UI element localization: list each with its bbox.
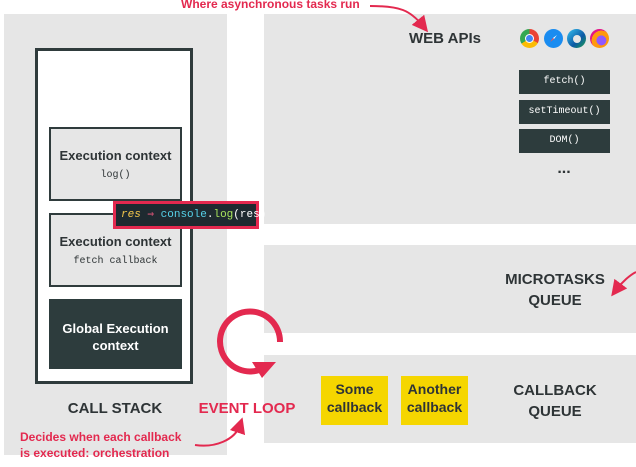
context-subtitle: log(): [100, 170, 131, 181]
context-title: Execution context: [59, 148, 172, 163]
microtasks-queue-panel: [264, 245, 636, 333]
event-loop-ring-icon: [217, 308, 284, 375]
execution-context-log: Execution context log(): [49, 127, 182, 201]
global-execution-context: Global Execution context: [49, 299, 182, 369]
web-apis-arrow: [369, 5, 429, 33]
call-stack-title: CALL STACK: [67, 400, 163, 417]
code-method: log: [213, 209, 234, 221]
dom-api: DOM(): [519, 129, 610, 153]
another-callback: Another callback: [401, 376, 468, 425]
callback-queue-title: CALLBACK QUEUE: [513, 382, 597, 420]
code-args: (res): [233, 209, 267, 221]
chrome-icon: [520, 29, 539, 48]
firefox-icon: [590, 29, 609, 48]
code-arrow: ⇒: [147, 209, 155, 221]
settimeout-api: setTimeout(): [519, 100, 610, 124]
event-loop-label: EVENT LOOP: [198, 400, 296, 417]
microtasks-arrow: [611, 271, 636, 297]
code-snippet: res ⇒ console.log(res): [113, 201, 266, 229]
event-loop-annotation-arrow: [194, 417, 246, 447]
event-loop-annotation: Decides when each callback is executed: …: [20, 430, 182, 460]
code-object: console: [160, 209, 207, 221]
fetch-api: fetch(): [519, 70, 610, 94]
context-subtitle: fetch callback: [73, 256, 158, 267]
code-dot: .: [206, 209, 214, 221]
safari-icon: [544, 29, 563, 48]
web-apis-annotation: Where asynchronous tasks run: [181, 0, 360, 11]
context-title: Execution context: [59, 234, 172, 249]
code-param: res: [121, 209, 141, 221]
more-apis-ellipsis: ...: [557, 160, 571, 177]
some-callback: Some callback: [321, 376, 388, 425]
edge-icon: [567, 29, 586, 48]
event-loop-arrowhead-icon: [252, 362, 276, 378]
context-title: Global Execution context: [62, 321, 169, 353]
web-apis-title: WEB APIs: [409, 30, 481, 47]
microtasks-queue-title: MICROTASKS QUEUE: [505, 271, 605, 309]
